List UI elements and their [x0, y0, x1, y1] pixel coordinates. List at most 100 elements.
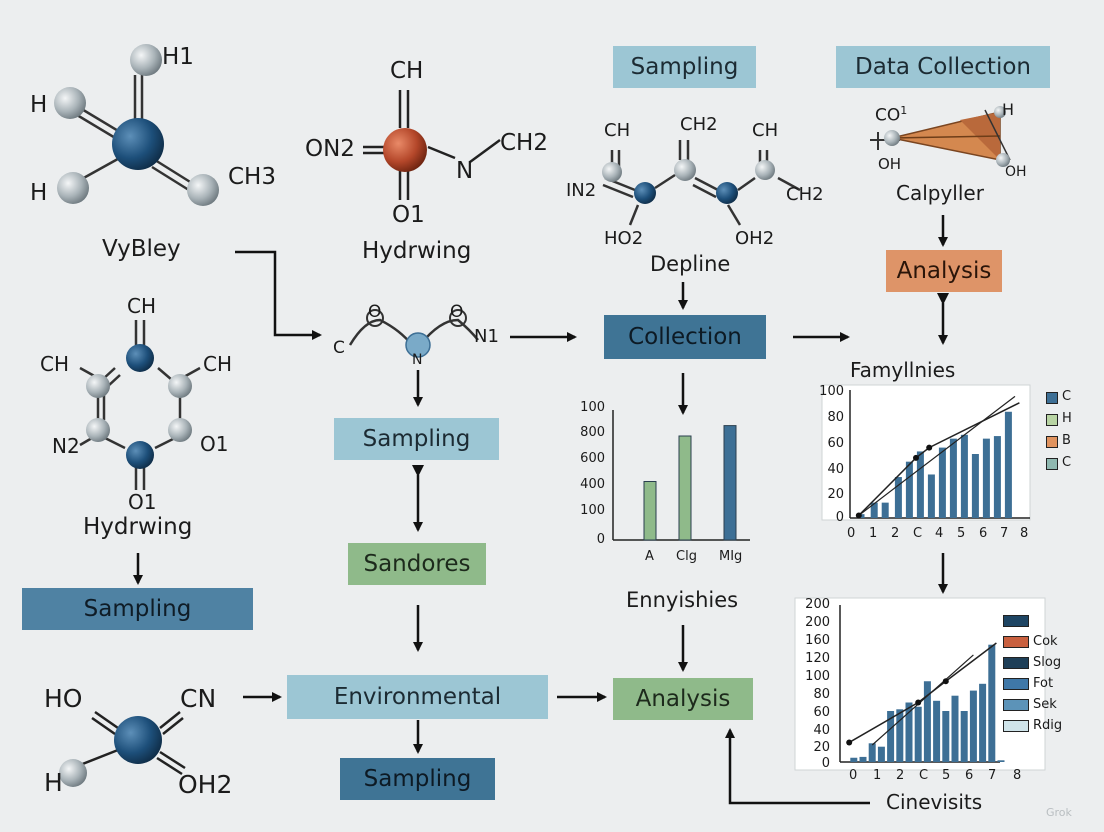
legend-label: C — [1062, 389, 1072, 404]
chart-2 — [821, 384, 1031, 521]
atom-gray — [168, 418, 192, 442]
chart2-bar — [927, 474, 935, 518]
atom-label: CN — [180, 684, 217, 713]
chart2-xtick: 6 — [979, 526, 988, 541]
chart3-ytick: 0 — [821, 756, 830, 771]
chart2-bar — [982, 438, 990, 518]
chart3-xtick: 8 — [1013, 768, 1022, 783]
chart3-bar — [850, 757, 858, 762]
chart3-ytick: 60 — [813, 705, 830, 720]
environmental-box: Environmental — [287, 675, 548, 719]
chart2-ytick: 40 — [827, 462, 844, 477]
chart2-trend-line — [858, 402, 1020, 516]
chart1-xtick: MIg — [719, 549, 743, 564]
legend-label: Cok — [1033, 634, 1058, 649]
legend-swatch — [1003, 678, 1029, 690]
chart3-ytick: 200 — [805, 615, 830, 630]
arrow — [725, 728, 870, 805]
atom-gray — [168, 374, 192, 398]
atom-blue — [114, 716, 162, 764]
chart2-ytick: 60 — [827, 436, 844, 451]
chart2-ytick: 0 — [835, 510, 844, 525]
chart2-ytick: 100 — [819, 384, 844, 399]
atom-blue — [126, 344, 154, 372]
chart3-bar — [942, 711, 950, 762]
atom-label: CH2 — [680, 114, 718, 135]
chart2-bar — [905, 461, 913, 518]
chart3-bar — [933, 700, 941, 762]
chart3-bar — [923, 681, 931, 762]
chart1-ytick: 600 — [580, 451, 605, 466]
chart2-xtick: C — [913, 526, 923, 541]
molecule-6 — [348, 309, 479, 346]
chart3-xtick: 0 — [849, 768, 858, 783]
chart1-ytick: 400 — [580, 477, 605, 492]
sandores-box: Sandores — [348, 543, 486, 585]
atom-blue — [126, 441, 154, 469]
atom-label: CH — [127, 294, 157, 318]
sampling-box-left: Sampling — [22, 588, 253, 630]
atom-gray — [994, 106, 1006, 118]
chart3-trend-line — [848, 642, 997, 744]
atom-gray — [130, 44, 162, 76]
legend-swatch — [1003, 720, 1029, 732]
watermark: Grok — [1046, 806, 1072, 819]
chart3-bar — [905, 702, 913, 762]
atom-label: ON2 — [305, 136, 355, 162]
chart3-point — [846, 739, 853, 746]
atom-gray — [86, 418, 110, 442]
chart2-ytick: 20 — [827, 487, 844, 502]
chart2-bar — [938, 447, 946, 518]
chart3-xtick: 1 — [873, 768, 882, 783]
chart2-xtick: 4 — [935, 526, 944, 541]
atom-gray — [755, 160, 775, 180]
molecule-name: Hydrwing — [362, 238, 472, 264]
atom-label: N — [412, 352, 423, 368]
chart2-xtick: 2 — [891, 526, 900, 541]
atom-label: H — [30, 180, 48, 206]
chart3-bar — [877, 746, 885, 762]
atom-blue — [112, 118, 164, 170]
molecule-name: Hydrwing — [83, 514, 193, 540]
chart3-bar — [859, 756, 867, 762]
chart1-ytick: 100 — [580, 503, 605, 518]
atom-label: O — [450, 302, 464, 322]
chart3-ytick: 200 — [805, 597, 830, 612]
atom-label: HO2 — [604, 228, 644, 249]
atom-label: O1 — [128, 490, 157, 514]
chart2-xtick: 1 — [869, 526, 878, 541]
analysis-box-green: Analysis — [613, 678, 753, 720]
atom-label: O — [368, 302, 382, 322]
chart3-point — [942, 678, 949, 685]
atom-label: H — [30, 92, 48, 118]
analysis-box-orange: Analysis — [886, 250, 1002, 292]
atom-gray — [602, 162, 622, 182]
chart2-bar — [971, 454, 979, 518]
molecule-7 — [79, 710, 186, 776]
legend-label: C — [1062, 455, 1072, 470]
chart3-ytick: 20 — [813, 740, 830, 755]
arrow — [235, 250, 322, 340]
chart3-xtick: 7 — [988, 768, 997, 783]
atom-label: OH2 — [735, 228, 775, 249]
molecule-name: Depline — [650, 252, 731, 276]
chart3-bar — [951, 695, 959, 762]
chart2-point — [926, 444, 933, 451]
atom-label: CH — [40, 352, 70, 376]
atom-blue — [634, 182, 656, 204]
chart2-bar — [894, 477, 902, 518]
atom-label: OH — [1005, 164, 1027, 180]
chart3-trend-line — [871, 654, 974, 746]
atom-label: CH — [203, 352, 233, 376]
chart2-bar — [1004, 411, 1012, 518]
cinevisits-label: Cinevisits — [886, 790, 983, 814]
ennyishies-label: Ennyishies — [626, 588, 739, 612]
atom-label: O1 — [392, 202, 425, 228]
chart3-bar — [868, 743, 876, 762]
molecule-3 — [602, 140, 801, 226]
atom-red — [383, 128, 427, 172]
chart3-xtick: 2 — [896, 768, 905, 783]
chart2-xtick: 7 — [1000, 526, 1009, 541]
